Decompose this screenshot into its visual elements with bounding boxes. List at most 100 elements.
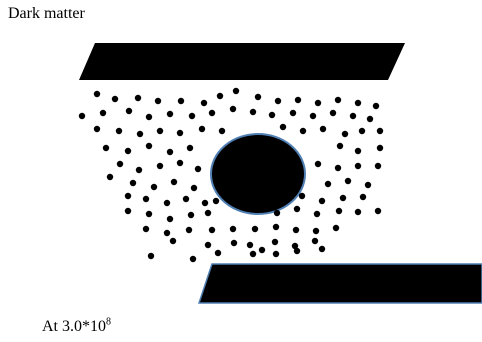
particle-dot: [195, 166, 201, 172]
particle-dot: [94, 126, 100, 132]
particle-dot: [103, 145, 109, 151]
particle-dot: [233, 88, 239, 94]
particle-dot: [125, 208, 131, 214]
particle-dot: [290, 110, 296, 116]
particle-dot: [345, 178, 351, 184]
particle-dot: [325, 181, 331, 187]
particle-dot: [183, 196, 189, 202]
particle-dot: [202, 200, 208, 206]
particle-dot: [164, 230, 170, 236]
particle-dot: [125, 193, 131, 199]
particle-dot: [146, 114, 152, 120]
particle-dot: [314, 211, 320, 217]
particle-dot: [319, 198, 325, 204]
particle-dot: [79, 113, 85, 119]
particle-dot: [377, 145, 383, 151]
particle-dot: [94, 91, 100, 97]
particle-dot: [230, 226, 236, 232]
particle-dot: [213, 198, 219, 204]
particle-dot: [217, 93, 223, 99]
particle-dot: [315, 161, 321, 167]
particle-dot: [294, 248, 300, 254]
caption-label: At 3.0*108: [42, 318, 111, 336]
particle-dot: [205, 242, 211, 248]
particle-dot: [375, 208, 381, 214]
particle-dot: [315, 100, 321, 106]
particle-dot: [355, 100, 361, 106]
particle-dot: [219, 128, 225, 134]
particle-dot: [146, 143, 152, 149]
particle-dot: [230, 106, 236, 112]
particle-dot: [186, 227, 192, 233]
particle-dot: [274, 210, 280, 216]
particle-dot: [157, 128, 163, 134]
particle-dot: [177, 130, 183, 136]
particle-dot: [333, 225, 339, 231]
particle-dot: [135, 95, 141, 101]
particle-dot: [337, 143, 343, 149]
particle-dot: [155, 98, 161, 104]
particle-dot: [167, 149, 173, 155]
particle-dot: [377, 128, 383, 134]
particle-dot: [335, 165, 341, 171]
particle-dot: [146, 211, 152, 217]
particle-dot: [187, 145, 193, 151]
particle-dot: [190, 256, 196, 262]
particle-dot: [312, 238, 318, 244]
particle-dot: [205, 210, 211, 216]
particle-dot: [117, 161, 123, 167]
particle-dot: [215, 250, 221, 256]
particle-dot: [367, 116, 373, 122]
particle-dot: [320, 126, 326, 132]
particle-dot: [167, 111, 173, 117]
particle-dot: [171, 179, 177, 185]
particle-dot: [375, 163, 381, 169]
particle-dot: [178, 98, 184, 104]
particle-dot: [167, 216, 173, 222]
particle-dot: [177, 160, 183, 166]
caption-exponent: 8: [106, 317, 111, 328]
particle-dot: [151, 184, 157, 190]
particle-dot: [112, 96, 118, 102]
central-sphere: [211, 134, 305, 214]
particle-dot: [107, 174, 113, 180]
particle-dot: [275, 98, 281, 104]
particle-dot: [355, 209, 361, 215]
particle-dot: [350, 113, 356, 119]
particle-dot: [373, 103, 379, 109]
particle-dot: [340, 195, 346, 201]
particle-dot: [157, 163, 163, 169]
particle-dot: [330, 110, 336, 116]
particle-dot: [319, 246, 325, 252]
particle-dot: [116, 128, 122, 134]
particle-dot: [280, 124, 286, 130]
particle-dot: [355, 163, 361, 169]
particle-dot: [252, 226, 258, 232]
particle-dot: [209, 110, 215, 116]
particle-dot: [143, 196, 149, 202]
particle-dot: [295, 97, 301, 103]
particle-dot: [313, 228, 319, 234]
particle-dot: [300, 128, 306, 134]
particle-dot: [273, 224, 279, 230]
particle-dot: [335, 97, 341, 103]
particle-dot: [126, 108, 132, 114]
particle-dot: [365, 182, 371, 188]
particle-dot: [250, 251, 256, 257]
particle-dot: [209, 227, 215, 233]
particle-dot: [336, 208, 342, 214]
particle-dot: [100, 110, 106, 116]
particle-dot: [360, 194, 366, 200]
particle-dot: [199, 126, 205, 132]
particle-dot: [143, 226, 149, 232]
particle-dot: [201, 100, 207, 106]
particle-dot: [272, 239, 278, 245]
upper-slab: [79, 43, 405, 80]
particle-dot: [255, 94, 261, 100]
particle-dot: [191, 185, 197, 191]
particle-dot: [293, 227, 299, 233]
particle-dot: [299, 193, 305, 199]
particle-dot: [170, 238, 176, 244]
particle-dot: [269, 112, 275, 118]
particle-dot: [136, 167, 142, 173]
